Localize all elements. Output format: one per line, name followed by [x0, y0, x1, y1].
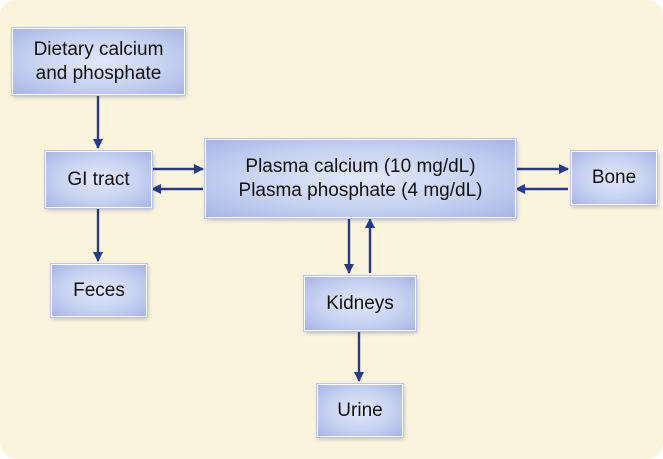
- urine-label: Urine: [337, 399, 383, 421]
- plasma-box: Plasma calcium (10 mg/dL) Plasma phospha…: [205, 139, 516, 218]
- feces-label: Feces: [73, 279, 125, 301]
- kidneys-box: Kidneys: [304, 276, 416, 331]
- gi-tract-label: GI tract: [67, 168, 130, 190]
- dietary-line-1: Dietary calcium: [33, 38, 164, 60]
- bone-label: Bone: [591, 167, 637, 188]
- plasma-phosphate-label: Plasma phosphate (4 mg/dL): [238, 179, 483, 201]
- plasma-calcium-label: Plasma calcium (10 mg/dL): [245, 155, 476, 177]
- feces-box: Feces: [51, 264, 147, 317]
- dietary-line-2: and phosphate: [35, 62, 162, 84]
- gi-tract-box: GI tract: [45, 151, 152, 208]
- kidneys-label: Kidneys: [326, 292, 394, 314]
- dietary-calcium-box: Dietary calcium and phosphate: [12, 28, 185, 95]
- bone-box: Bone: [571, 151, 657, 205]
- urine-box: Urine: [317, 384, 403, 437]
